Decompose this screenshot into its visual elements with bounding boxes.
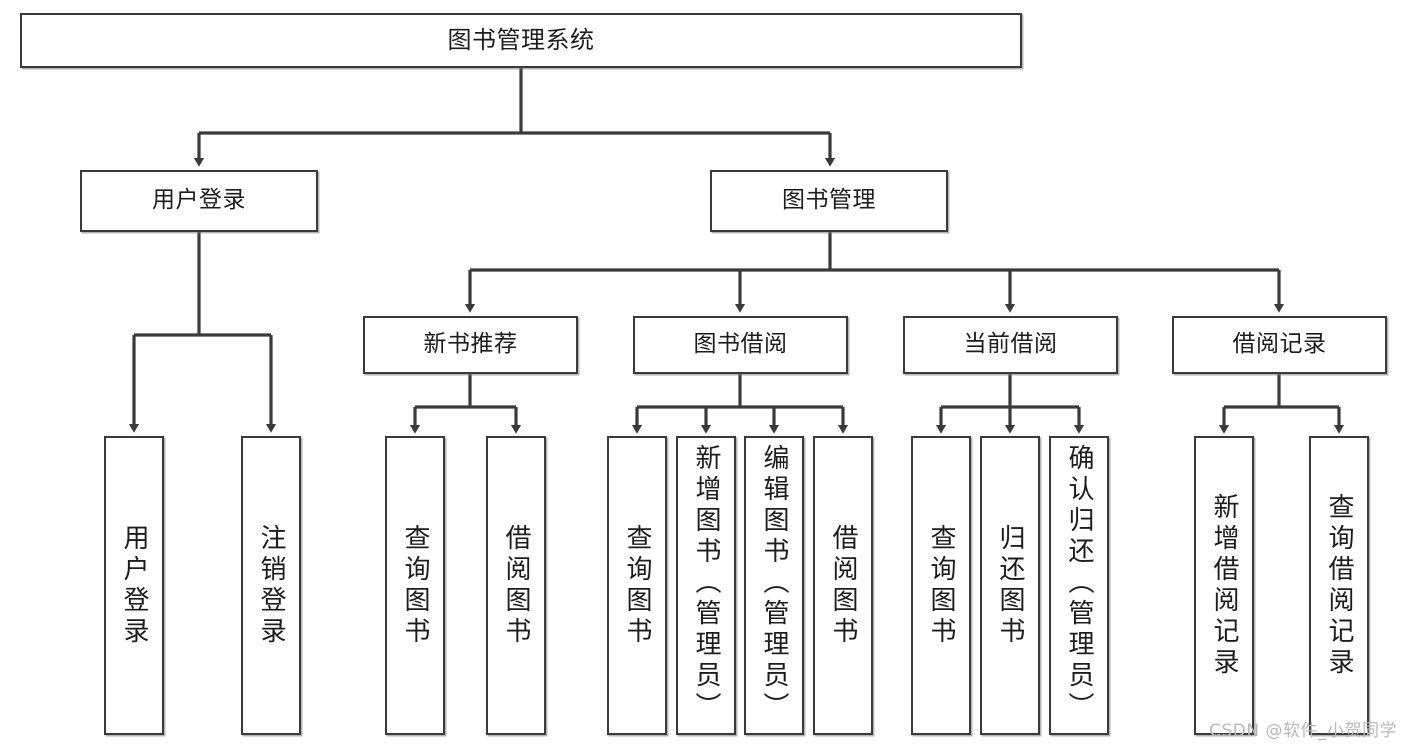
node-leaf-logout-login-label: 注销登录	[256, 523, 286, 648]
node-root-label: 图书管理系统	[447, 26, 595, 55]
node-leaf-query-record-label: 查询借阅记录	[1324, 492, 1354, 679]
node-leaf-borrow-book-2-label: 借阅图书	[828, 523, 858, 648]
node-leaf-edit-book-label: 编辑图书（管理员）	[759, 444, 789, 723]
node-borrow-record-label: 借阅记录	[1232, 331, 1327, 358]
node-root[interactable]: 图书管理系统	[20, 13, 1022, 68]
node-leaf-query-book-1[interactable]: 查询图书	[385, 436, 445, 735]
node-book-borrow[interactable]: 图书借阅	[633, 316, 848, 374]
node-leaf-add-record[interactable]: 新增借阅记录	[1194, 436, 1254, 735]
node-leaf-query-book-2-label: 查询图书	[622, 523, 652, 648]
node-leaf-user-login-label: 用户登录	[119, 523, 149, 648]
node-book-manage[interactable]: 图书管理	[710, 170, 948, 232]
node-book-borrow-label: 图书借阅	[693, 331, 788, 358]
node-book-manage-label: 图书管理	[782, 187, 876, 214]
node-leaf-query-record[interactable]: 查询借阅记录	[1309, 436, 1369, 735]
node-current-borrow-label: 当前借阅	[963, 331, 1058, 358]
node-leaf-add-record-label: 新增借阅记录	[1209, 492, 1239, 679]
node-new-book-recommend-label: 新书推荐	[423, 331, 518, 358]
node-leaf-return-book-label: 归还图书	[995, 523, 1025, 648]
node-leaf-logout-login[interactable]: 注销登录	[241, 436, 301, 735]
node-current-borrow[interactable]: 当前借阅	[903, 316, 1118, 374]
node-new-book-recommend[interactable]: 新书推荐	[363, 316, 578, 374]
node-leaf-confirm-return-label: 确认归还（管理员）	[1064, 444, 1094, 723]
node-borrow-record[interactable]: 借阅记录	[1172, 316, 1387, 374]
watermark: CSDN @软件_小贺同学	[1209, 721, 1397, 741]
node-leaf-query-book-2[interactable]: 查询图书	[607, 436, 667, 735]
node-user-login[interactable]: 用户登录	[80, 170, 318, 232]
node-leaf-query-book-3[interactable]: 查询图书	[911, 436, 971, 735]
node-leaf-borrow-book-1-label: 借阅图书	[501, 523, 531, 648]
node-user-login-label: 用户登录	[152, 187, 246, 214]
node-leaf-query-book-3-label: 查询图书	[926, 523, 956, 648]
node-leaf-edit-book[interactable]: 编辑图书（管理员）	[744, 436, 804, 735]
node-leaf-user-login[interactable]: 用户登录	[104, 436, 164, 735]
node-leaf-return-book[interactable]: 归还图书	[980, 436, 1040, 735]
node-leaf-confirm-return[interactable]: 确认归还（管理员）	[1049, 436, 1109, 735]
node-leaf-borrow-book-2[interactable]: 借阅图书	[813, 436, 873, 735]
node-leaf-query-book-1-label: 查询图书	[400, 523, 430, 648]
node-leaf-add-book-label: 新增图书（管理员）	[691, 444, 721, 723]
node-leaf-borrow-book-1[interactable]: 借阅图书	[486, 436, 546, 735]
node-leaf-add-book[interactable]: 新增图书（管理员）	[676, 436, 736, 735]
